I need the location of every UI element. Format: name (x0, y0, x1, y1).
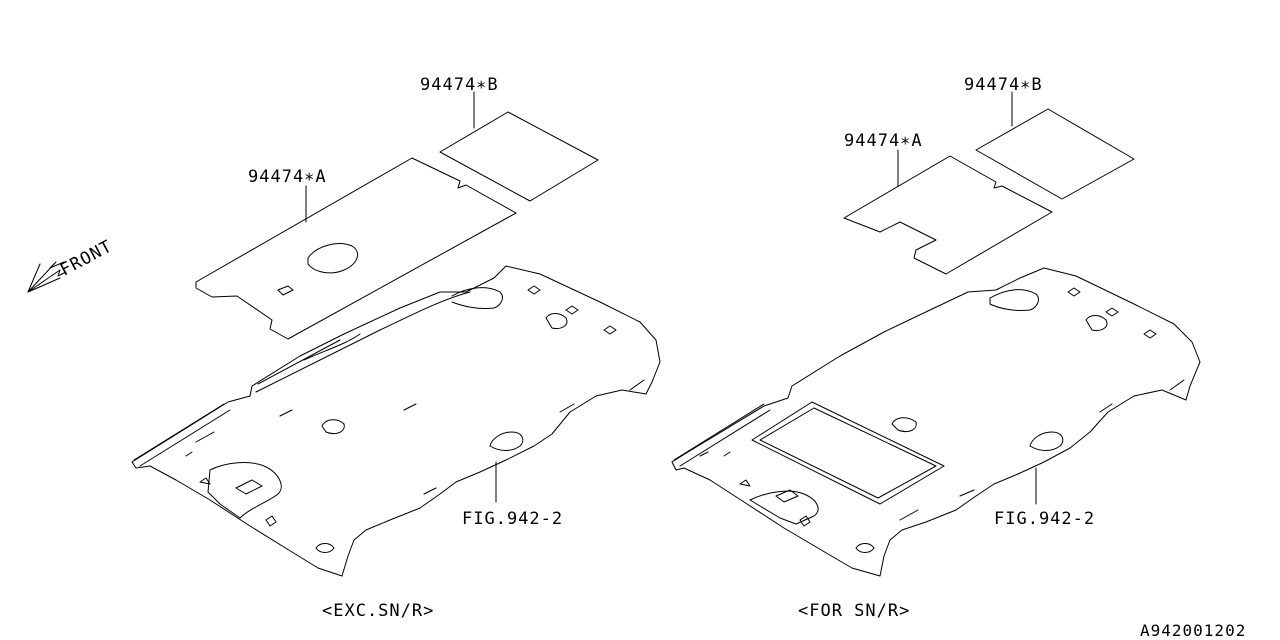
front-direction-label: FRONT (57, 236, 116, 280)
right-part-b-label: 94474∗B (964, 75, 1043, 95)
left-part-a-label: 94474∗A (248, 167, 327, 187)
left-pad-a (195, 157, 517, 340)
left-view-caption: <EXC.SN/R> (322, 601, 434, 621)
left-pad-b (439, 111, 599, 202)
left-fig-ref-label: FIG.942-2 (462, 509, 563, 529)
right-pad-a (843, 155, 1053, 275)
right-part-a-label: 94474∗A (844, 131, 923, 151)
left-headliner (131, 265, 661, 577)
left-part-b-label: 94474∗B (420, 75, 499, 95)
diagram-code: A942001202 (1140, 621, 1246, 640)
right-fig-ref-label: FIG.942-2 (994, 509, 1095, 529)
front-arrow-icon (27, 261, 67, 293)
right-view-caption: <FOR SN/R> (798, 601, 910, 621)
right-pad-b (975, 108, 1135, 200)
right-headliner (671, 267, 1201, 577)
